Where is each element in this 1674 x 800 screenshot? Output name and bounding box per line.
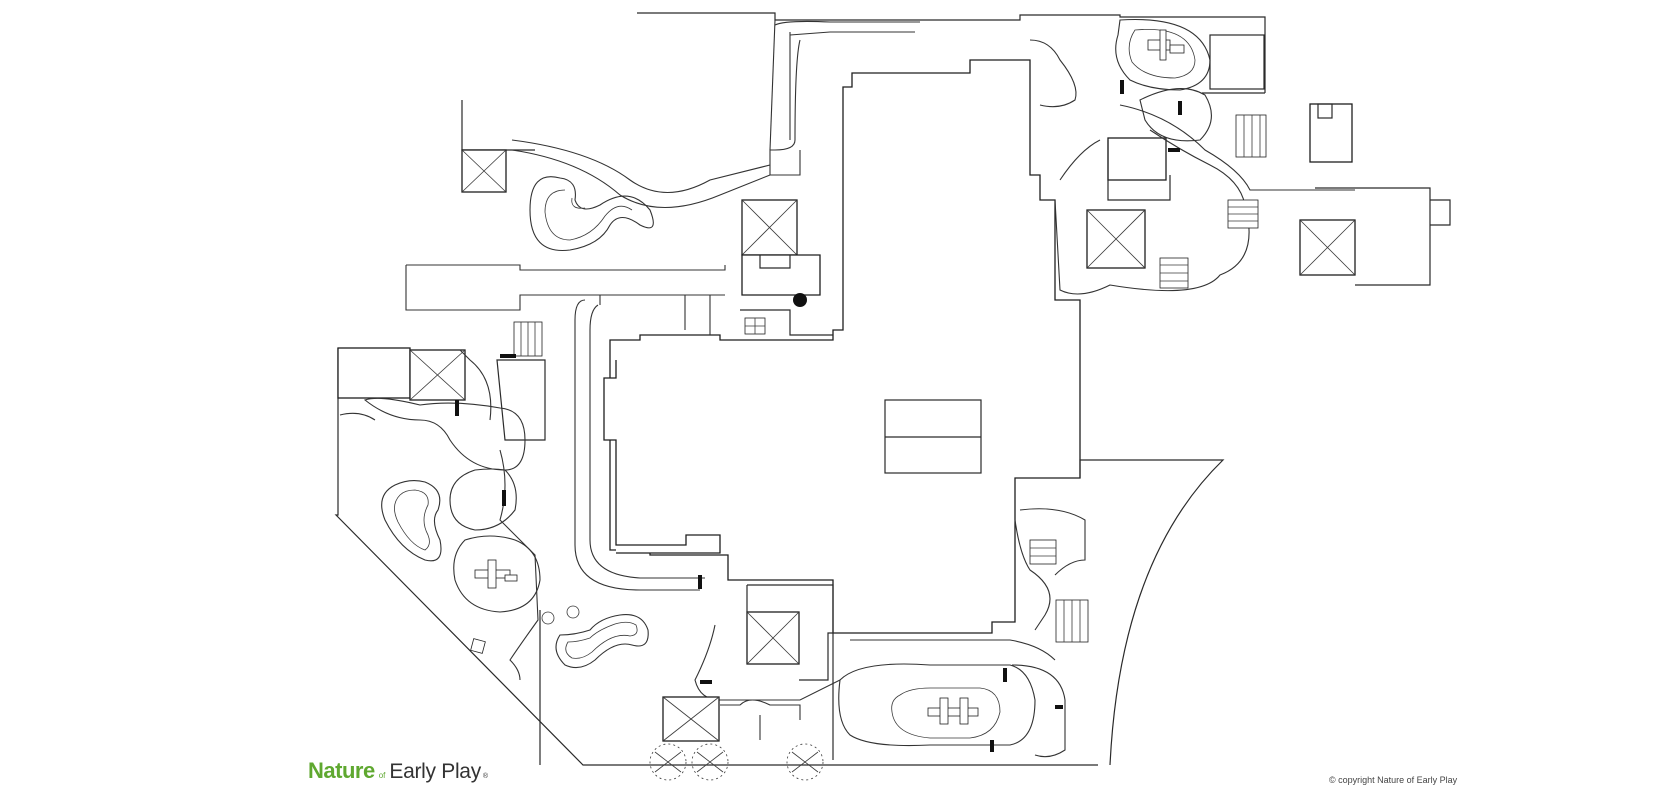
gate-markers [455,80,1182,752]
logo: Nature of Early Play ® [308,758,488,784]
logo-early-play: Early Play [389,760,481,783]
ne-play-loop [1115,18,1211,91]
copyright-notice: © copyright Nature of Early Play [1329,775,1458,785]
logo-of: of [378,771,386,780]
west-play-loop-2 [453,535,541,613]
north-walkway [774,20,920,36]
playground-structure-icon-east [1029,539,1057,565]
west-shelter [337,347,411,399]
logo-nature: Nature [308,758,375,783]
playground-structure-icon [1147,29,1185,61]
serpentine-path-sw [555,614,649,669]
playground-structure-icon-south [927,697,979,725]
tree-icon [649,743,824,781]
main-building [609,59,1081,634]
logo-registered-mark: ® [482,773,489,780]
west-play-loop-1 [449,468,517,531]
east-play-area [1019,508,1086,576]
west-wing [603,360,721,554]
serpentine-path-west [381,479,442,562]
pergola-icon [1227,199,1259,229]
south-play-oval [838,663,1036,747]
ne-play-area [1139,88,1212,142]
serpentine-path-nw [529,176,654,252]
playground-structure-icon-west [474,559,518,589]
ne-pod [1107,137,1167,181]
ne-outbuilding [1309,103,1353,163]
